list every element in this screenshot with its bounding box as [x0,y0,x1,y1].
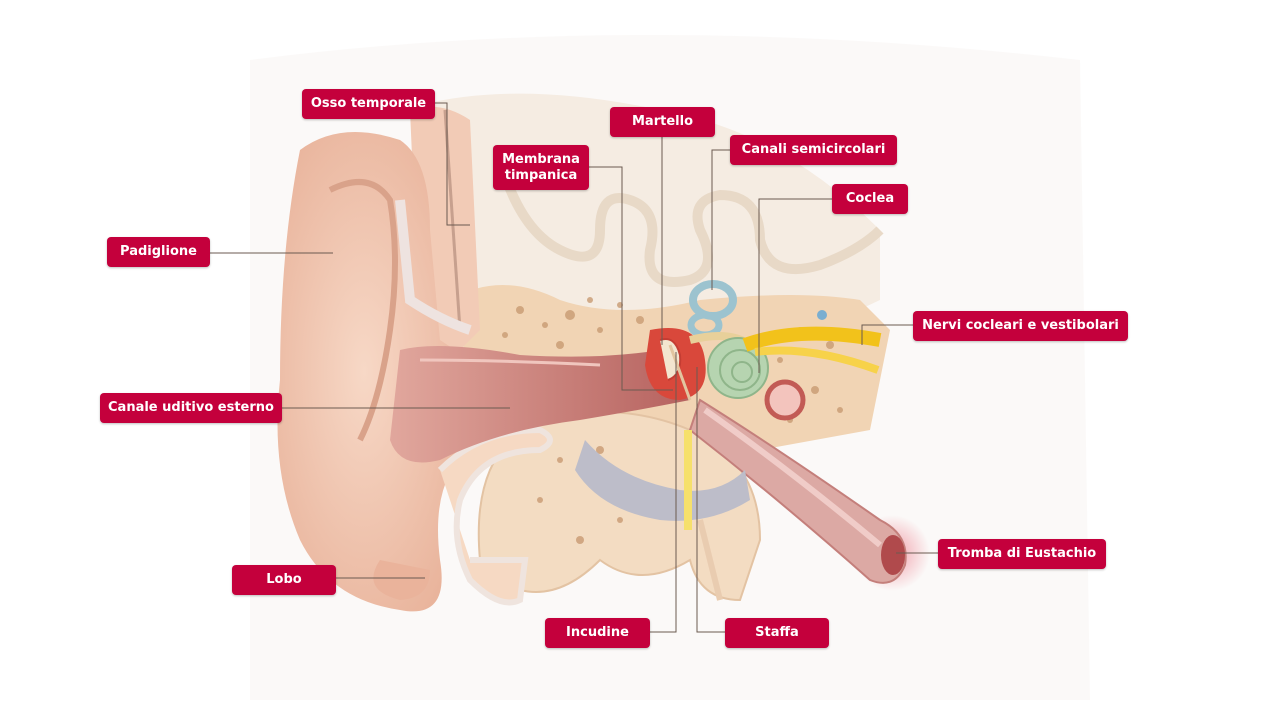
label-incudine: Incudine [545,618,650,648]
label-incudine-text: Incudine [566,625,629,640]
label-padiglione: Padiglione [107,237,210,267]
label-tromba-text: Tromba di Eustachio [947,546,1097,561]
external-auditory-canal [390,346,690,463]
leader-lines [210,102,938,633]
cochlea [707,337,769,399]
label-tromba: Tromba di Eustachio [938,539,1106,569]
label-canali-semicircolari-text: Canali semicircolari [741,142,886,157]
middle-ear [645,328,706,401]
eustachian-tube [688,398,930,591]
label-lobo-text: Lobo [266,572,302,587]
pinna [277,132,472,612]
label-staffa: Staffa [725,618,829,648]
label-canale-uditivo: Canale uditivo esterno [100,393,282,423]
label-canali-semicircolari: Canali semicircolari [730,135,897,165]
label-nervi: Nervi cocleari e vestibolari [913,311,1128,341]
label-martello-text: Martello [632,114,693,129]
label-martello: Martello [610,107,715,137]
carotid-canal [764,379,806,421]
label-coclea: Coclea [832,184,908,214]
label-osso-temporale: Osso temporale [302,89,435,119]
label-canale-uditivo-text: Canale uditivo esterno [108,400,274,415]
label-membrana-timpanica: Membrana timpanica [493,145,589,190]
cochlear-vestibular-nerves [742,310,882,374]
label-osso-temporale-text: Osso temporale [310,96,427,111]
label-membrana-line1: Membrana [502,151,580,167]
styloid-process [684,430,692,530]
label-coclea-text: Coclea [845,191,895,206]
semicircular-canals [687,280,753,349]
label-padiglione-text: Padiglione [120,244,197,259]
cartilage [437,426,553,606]
label-membrana-line2: timpanica [504,167,578,183]
label-staffa-text: Staffa [755,625,799,640]
tensor-muscle [575,440,750,521]
label-nervi-text: Nervi cocleari e vestibolari [922,318,1119,333]
label-lobo: Lobo [232,565,336,595]
